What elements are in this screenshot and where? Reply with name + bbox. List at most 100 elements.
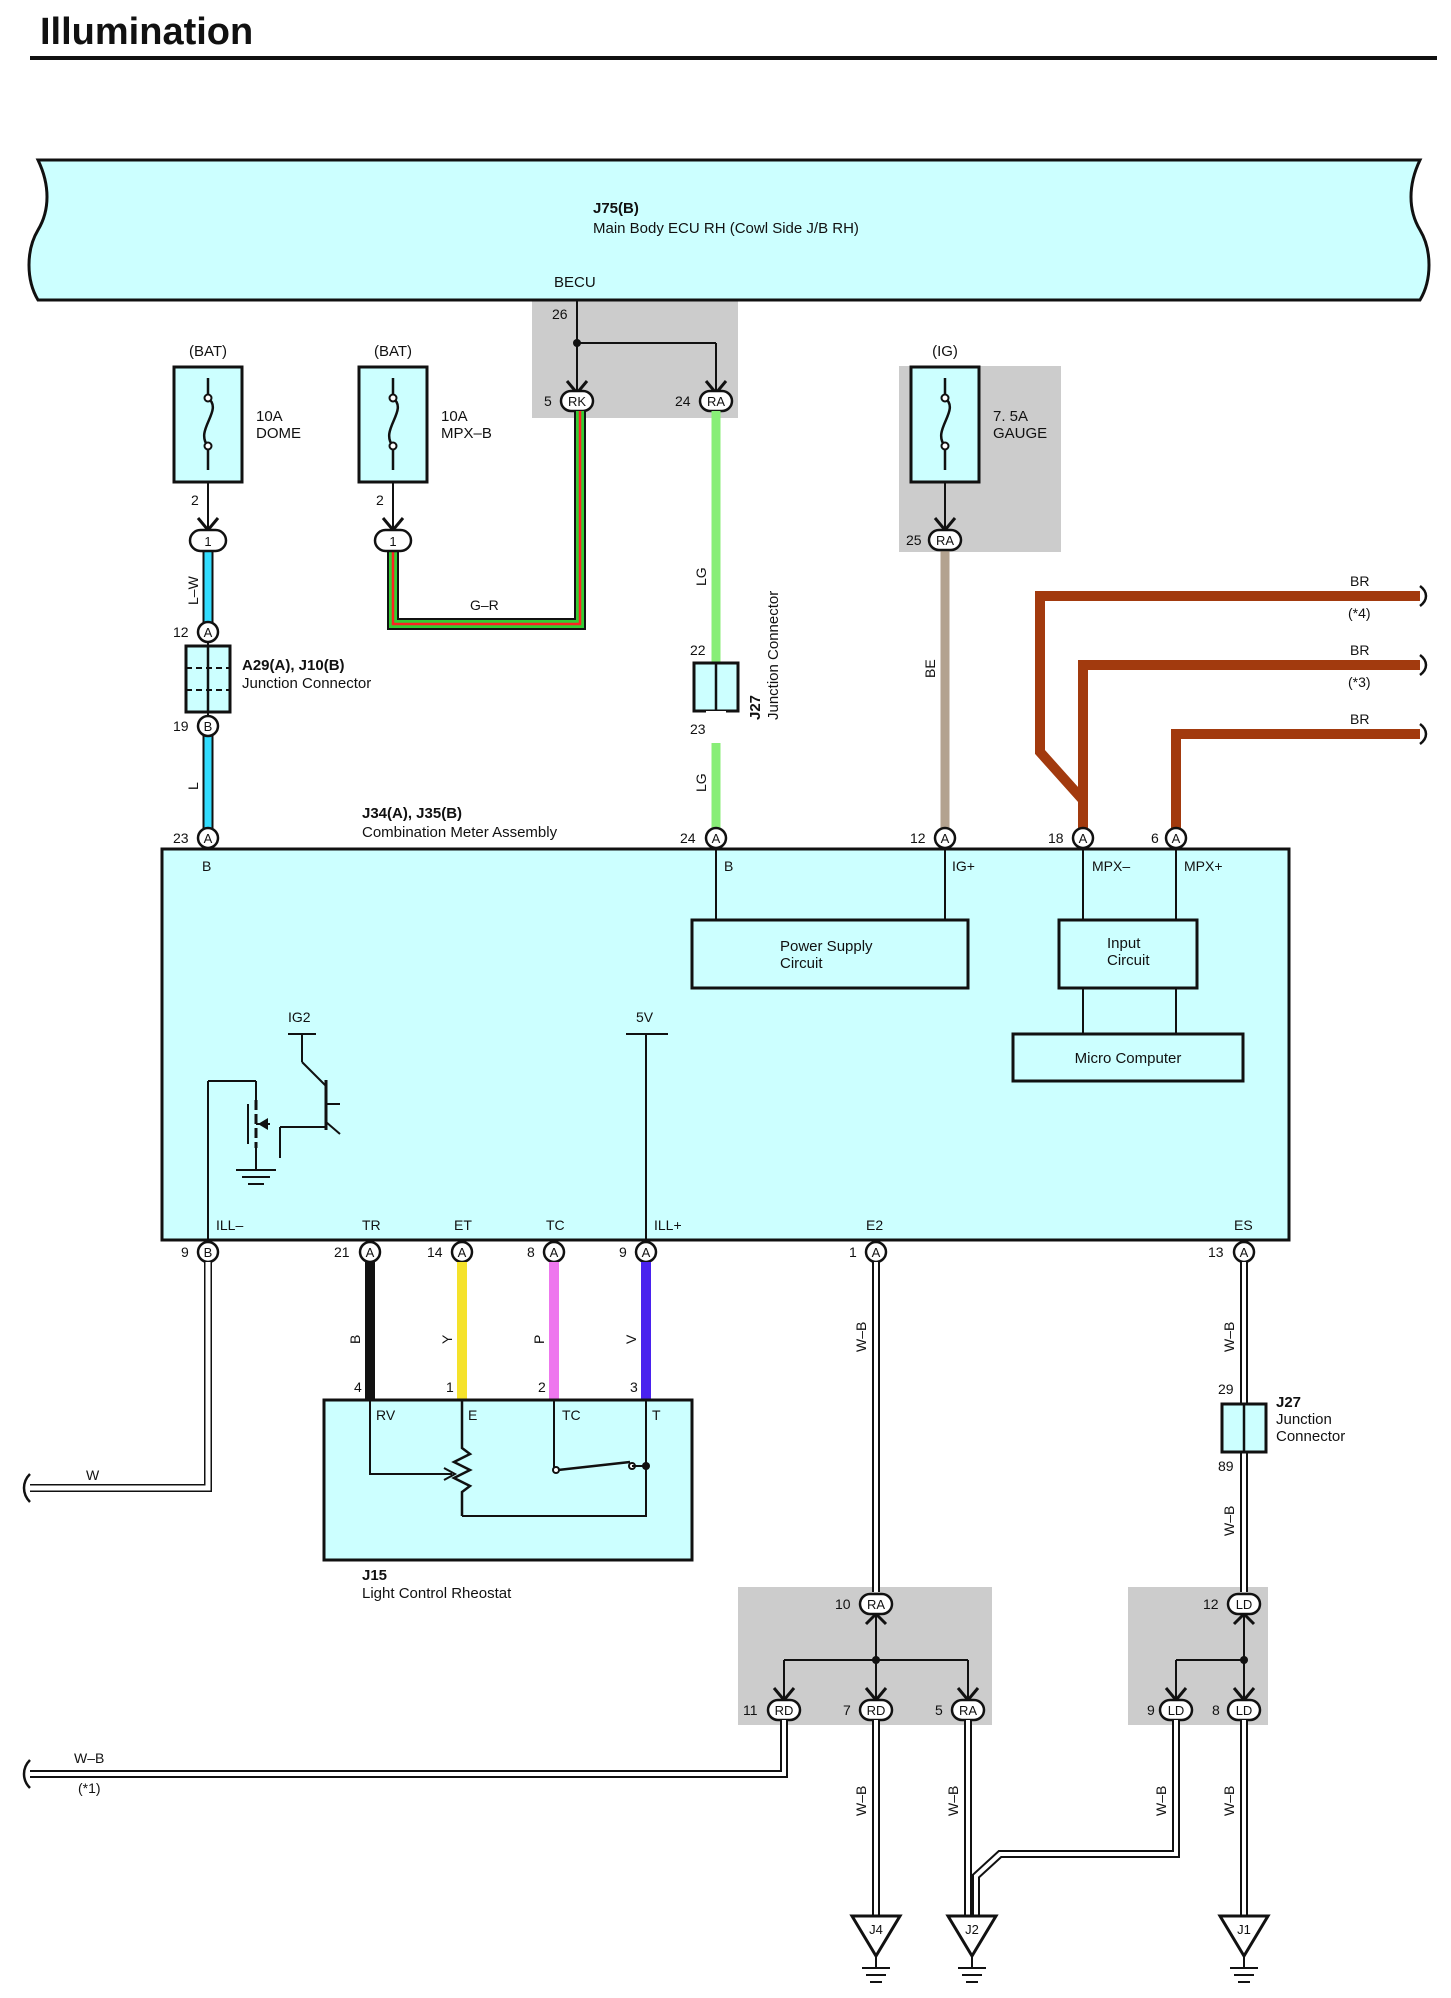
ecu-out2-pin: 24: [675, 393, 691, 409]
fuse-gauge-out-pin: 25: [906, 532, 922, 548]
meter-top-pin-ig: A 12 IG+: [910, 826, 975, 874]
rheostat-terminal-t: T: [652, 1407, 661, 1423]
becu-label: BECU: [554, 274, 596, 291]
fuse-dome-terminal-top: [203, 393, 213, 403]
pin-number: 14: [427, 1244, 443, 1260]
pin-number: 1: [849, 1244, 857, 1260]
jl-out2-pin: 7: [843, 1702, 851, 1718]
mosfet-arrow: [258, 1118, 268, 1130]
ecu-code: J75(B): [593, 200, 639, 217]
fuse-mpxb-conn-label: 1: [389, 534, 396, 549]
wire-w-label: W: [86, 1467, 100, 1483]
pin-connector: [196, 826, 220, 850]
wire-br3-label: BR: [1350, 711, 1369, 727]
br1-break: [1419, 585, 1428, 607]
pin-conn-label: A: [1079, 831, 1088, 846]
pin-conn-label: A: [458, 1245, 467, 1260]
pin-label: MPX–: [1092, 858, 1130, 874]
pin-number: 18: [1048, 830, 1064, 846]
ground-triangle: [849, 1914, 903, 1959]
resistor-e: [451, 1400, 473, 1516]
pin-conn-label: A: [642, 1245, 651, 1260]
fuse-mpxb-source: (BAT): [374, 343, 412, 360]
fuse-gauge-terminal-top: [940, 393, 950, 403]
meter-bottom-pin-et: A 14 ET: [427, 1217, 474, 1264]
pin-label: TC: [546, 1217, 565, 1233]
j27-lower-code: J27: [1276, 1394, 1301, 1411]
wire-br1-label: BR: [1350, 573, 1369, 589]
fuse-dome-connector: [188, 528, 228, 553]
j27-lower-desc-1: Junction: [1276, 1411, 1332, 1428]
pin-conn-label: A: [941, 831, 950, 846]
power-supply-label-1: Power Supply: [780, 938, 873, 955]
fuse-mpxb-out-pin: 2: [376, 492, 384, 508]
pin-label: MPX+: [1184, 858, 1223, 874]
pin-label: E2: [866, 1217, 883, 1233]
jr-out2-pin: 8: [1212, 1702, 1220, 1718]
pin-conn-label: B: [204, 1245, 213, 1260]
wire-l-label: L: [185, 782, 201, 790]
pin-number: 9: [181, 1244, 189, 1260]
light-control-rheostat: [322, 1398, 694, 1562]
meter-bottom-pin-tr: A 21 TR: [334, 1217, 382, 1264]
rheostat-terminal-tc: TC: [562, 1407, 581, 1423]
bjt-collector: [301, 1061, 327, 1087]
fuse-gauge-conn-label: RA: [936, 533, 954, 548]
pin-label: ILL+: [654, 1217, 682, 1233]
wire-y-label: Y: [439, 1334, 455, 1344]
br2-break: [1419, 654, 1428, 676]
pin-number: 23: [173, 830, 189, 846]
wb-left-break: [22, 1759, 31, 1789]
ig2-label: IG2: [288, 1009, 311, 1025]
pin-conn-label: A: [712, 831, 721, 846]
wire-wb-g2-label: W–B: [945, 1786, 961, 1816]
pin-conn-label: A: [204, 831, 213, 846]
rheostat-pin-3: 2: [538, 1379, 546, 1395]
wire-b-label: B: [347, 1335, 363, 1344]
jr-out1-pin: 9: [1147, 1702, 1155, 1718]
switch-blade: [557, 1460, 631, 1472]
rv-lead: [369, 1400, 452, 1475]
meter-desc: Combination Meter Assembly: [362, 824, 558, 841]
fuse-gauge-source: (IG): [932, 343, 958, 360]
a29-bot-pin: 19: [173, 718, 189, 734]
a29-top-conn-label: A: [204, 625, 213, 640]
jr-in-pin: 12: [1203, 1596, 1219, 1612]
wire-be-label: BE: [922, 659, 938, 678]
rheostat-terminal-rv: RV: [376, 1407, 396, 1423]
j27-upper-code: J27: [747, 695, 764, 720]
ground-j4: J4: [849, 1914, 903, 1983]
wire-w-color: [30, 1262, 211, 1491]
meter-bottom-pin-tc: A 8 TC: [527, 1217, 566, 1264]
rheostat-code: J15: [362, 1567, 387, 1584]
becu-pin: 26: [552, 306, 568, 322]
pin-conn-label: A: [1172, 831, 1181, 846]
pin-conn-label: A: [366, 1245, 375, 1260]
pin-label: IG+: [952, 858, 975, 874]
rheostat-name: Light Control Rheostat: [362, 1585, 512, 1602]
fuse-gauge-connector: [927, 528, 963, 552]
pin-number: 24: [680, 830, 696, 846]
ground-j2: J2: [945, 1914, 999, 1983]
pin-conn-label: A: [1240, 1245, 1249, 1260]
v5-label: 5V: [636, 1009, 654, 1025]
rheostat-pin-4: 3: [630, 1379, 638, 1395]
pin-number: 13: [1208, 1244, 1224, 1260]
fuse-mpxb-name: MPX–B: [441, 425, 492, 442]
jr-splice-dot: [1240, 1656, 1248, 1664]
wire-p-label: P: [531, 1335, 547, 1344]
wire-wb-g3: [972, 1720, 1180, 1916]
jl-out3-pin: 5: [935, 1702, 943, 1718]
wire-es1-label: W–B: [1221, 1322, 1237, 1352]
jl-out2-conn-label: RD: [867, 1703, 886, 1718]
wire-lg1-label: LG: [693, 567, 709, 586]
becu-splice-dot: [573, 339, 581, 347]
jr-in-connector: [1226, 1592, 1262, 1616]
meter-top-pin-b1: A 23 B: [173, 826, 220, 874]
meter-bottom-pin-ill-plus: A 9 ILL+: [619, 1217, 682, 1264]
pin-conn-label: A: [550, 1245, 559, 1260]
rheostat-pin-1: 4: [354, 1379, 362, 1395]
wire-v-label: V: [623, 1334, 639, 1344]
micro-computer-label: Micro Computer: [1075, 1050, 1182, 1067]
jr-out2-conn-label: LD: [1236, 1703, 1253, 1718]
